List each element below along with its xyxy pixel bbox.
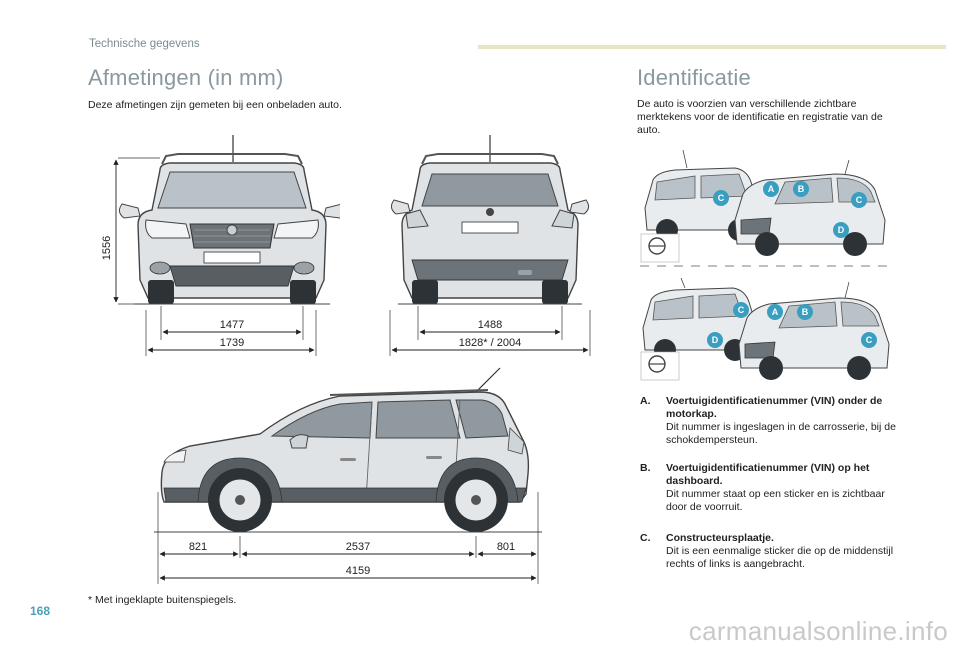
length-value: 4159 (346, 565, 370, 577)
id-item-c: C. Constructeursplaatje. Dit is een eenma… (640, 532, 900, 571)
item-title: Voertuigidentificatienummer (VIN) onder … (666, 395, 883, 420)
marker-c-top-right: C (856, 195, 863, 205)
watermark: carmanualsonline.info (688, 616, 948, 646)
item-letter: B. (640, 462, 651, 474)
wheelbase-value: 2537 (346, 541, 370, 553)
marker-d-bottom: D (712, 335, 719, 345)
front-view-diagram: 1556 1477 1739 (101, 135, 340, 356)
rear-view-diagram: 1488 1828* / 2004 (389, 135, 591, 356)
item-letter: A. (640, 395, 651, 407)
marker-d-top: D (838, 225, 845, 235)
marker-a-top: A (768, 184, 775, 194)
item-desc: Dit is een eenmalige sticker die op de m… (666, 545, 894, 570)
footnote: * Met ingeklapte buitenspiegels. (88, 594, 237, 606)
item-title: Voertuigidentificatienummer (VIN) op het… (666, 462, 870, 487)
section-label: Technische gegevens (89, 38, 200, 50)
front-height-value: 1556 (101, 236, 113, 260)
identification-intro: De auto is voorzien van verschillende zi… (637, 98, 883, 136)
identification-title: Identificatie (637, 65, 751, 90)
rear-track-value: 1488 (478, 319, 502, 331)
header-rule (478, 45, 946, 49)
dimensions-title: Afmetingen (in mm) (88, 65, 284, 90)
marker-c-top-left: C (718, 193, 725, 203)
rear-overhang-value: 801 (497, 541, 515, 553)
item-title: Constructeursplaatje. (666, 532, 774, 544)
marker-b-bottom: B (802, 307, 809, 317)
rear-width-value: 1828* / 2004 (459, 337, 521, 349)
marker-c-bottom-right: C (866, 335, 873, 345)
id-item-a: A. Voertuigidentificatienummer (VIN) onde… (640, 395, 900, 447)
marker-b-top: B (798, 184, 805, 194)
page-number: 168 (30, 604, 51, 618)
separator-dashes (640, 265, 890, 267)
front-width-value: 1739 (220, 337, 244, 349)
item-desc: Dit nummer is ingeslagen in de carrosser… (666, 421, 896, 446)
marker-a-bottom: A (772, 307, 779, 317)
side-view-diagram: 821 2537 801 4159 (154, 367, 542, 584)
identification-diagram-bottom: C A B D C (640, 278, 890, 381)
marker-c-bottom-left: C (738, 305, 745, 315)
front-overhang-value: 821 (189, 541, 207, 553)
item-letter: C. (640, 532, 651, 544)
item-desc: Dit nummer staat op een sticker en is zi… (666, 488, 885, 513)
id-item-b: B. Voertuigidentificatienummer (VIN) op h… (640, 462, 900, 514)
front-track-value: 1477 (220, 319, 244, 331)
dimensions-intro: Deze afmetingen zijn gemeten bij een onb… (88, 99, 342, 111)
identification-diagram-top: A B C C D (640, 150, 886, 263)
